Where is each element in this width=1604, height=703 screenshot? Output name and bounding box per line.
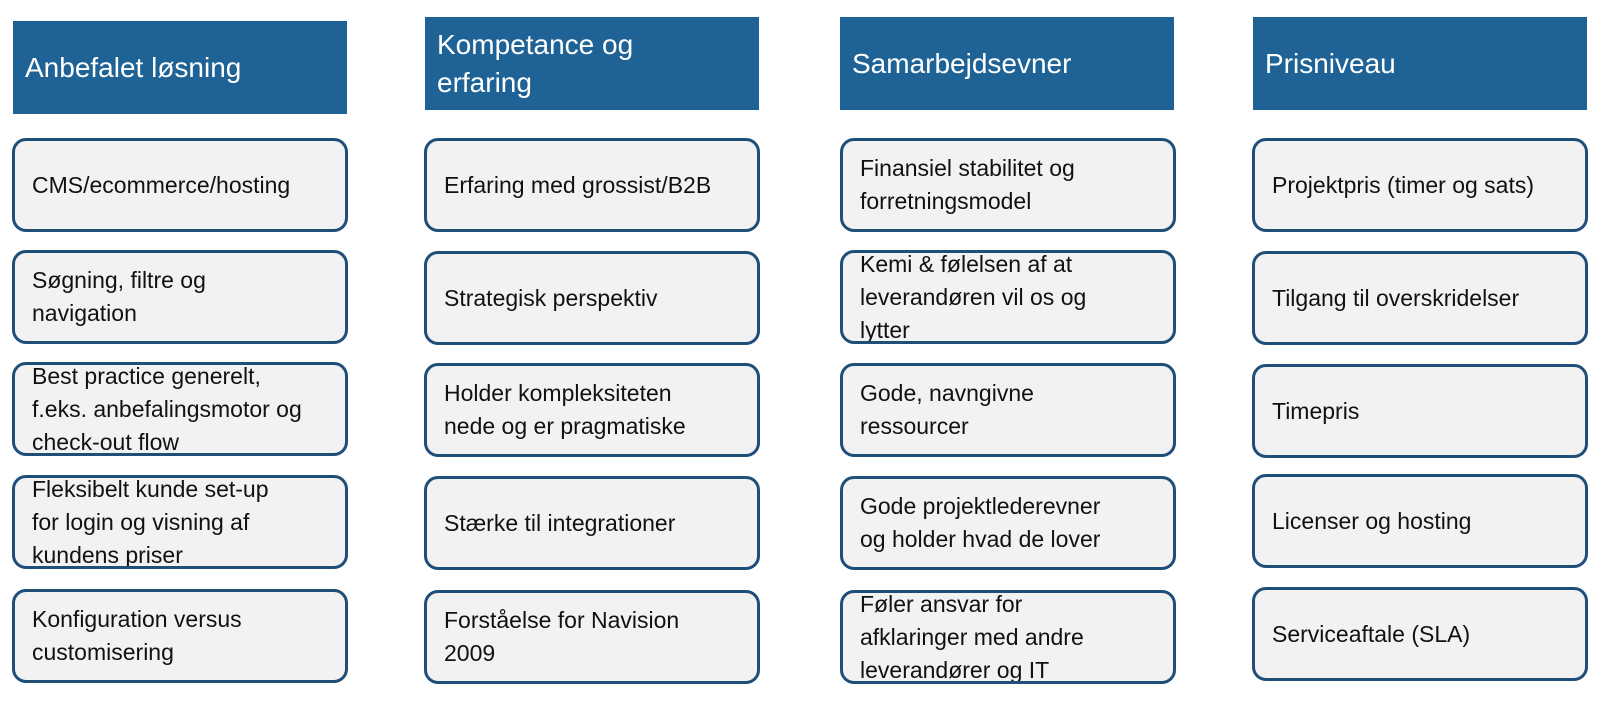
- criterion-label: Holder kompleksiteten nede og er pragmat…: [444, 380, 686, 439]
- column-header-anbefalet-losning: Anbefalet løsning: [13, 21, 347, 114]
- criterion-label: Timepris: [1272, 397, 1360, 424]
- column-header-label: Kompetance og erfaring: [437, 28, 634, 98]
- criterion-card: Serviceaftale (SLA): [1252, 587, 1588, 681]
- criterion-card: Finansiel stabilitet og forretningsmodel: [840, 138, 1176, 232]
- criterion-card: Tilgang til overskridelser: [1252, 251, 1588, 345]
- criterion-card: Erfaring med grossist/B2B: [424, 138, 760, 232]
- criterion-card: Gode, navngivne ressourcer: [840, 363, 1176, 457]
- criterion-card: Best practice generelt, f.eks. anbefalin…: [12, 362, 348, 456]
- criterion-card: CMS/ecommerce/hosting: [12, 138, 348, 232]
- criterion-card: Timepris: [1252, 364, 1588, 458]
- criterion-card: Fleksibelt kunde set-up for login og vis…: [12, 475, 348, 569]
- criterion-label: Erfaring med grossist/B2B: [444, 171, 712, 198]
- criterion-label: Finansiel stabilitet og forretningsmodel: [860, 155, 1075, 214]
- criterion-card: Strategisk perspektiv: [424, 251, 760, 345]
- criterion-label: Projektpris (timer og sats): [1272, 171, 1535, 198]
- criterion-label: Føler ansvar for afklaringer med andre l…: [860, 590, 1084, 683]
- criterion-label: Konfiguration versus customisering: [32, 606, 242, 665]
- criterion-card: Licenser og hosting: [1252, 474, 1588, 568]
- criterion-label: Strategisk perspektiv: [444, 284, 658, 311]
- criterion-label: Forståelse for Navision 2009: [444, 607, 680, 666]
- criterion-label: Gode projektlederevner og holder hvad de…: [860, 493, 1101, 552]
- criterion-card: Føler ansvar for afklaringer med andre l…: [840, 590, 1176, 684]
- criterion-card: Konfiguration versus customisering: [12, 589, 348, 683]
- criterion-card: Forståelse for Navision 2009: [424, 590, 760, 684]
- criterion-card: Gode projektlederevner og holder hvad de…: [840, 476, 1176, 570]
- criterion-label: Fleksibelt kunde set-up for login og vis…: [32, 475, 269, 568]
- criterion-label: Gode, navngivne ressourcer: [860, 380, 1034, 439]
- criterion-label: Tilgang til overskridelser: [1272, 284, 1520, 311]
- criterion-label: Best practice generelt, f.eks. anbefalin…: [32, 362, 302, 455]
- column-header-kompetance-og-erfaring: Kompetance og erfaring: [425, 17, 759, 110]
- criterion-card: Holder kompleksiteten nede og er pragmat…: [424, 363, 760, 457]
- column-header-prisniveau: Prisniveau: [1253, 17, 1587, 110]
- criterion-card: Søgning, filtre og navigation: [12, 250, 348, 344]
- criterion-label: Serviceaftale (SLA): [1272, 620, 1471, 647]
- criterion-label: Stærke til integrationer: [444, 509, 676, 536]
- column-header-label: Prisniveau: [1265, 47, 1396, 79]
- criterion-label: Søgning, filtre og navigation: [32, 267, 206, 326]
- column-header-label: Samarbejdsevner: [852, 47, 1072, 79]
- criterion-label: Licenser og hosting: [1272, 507, 1472, 534]
- criterion-label: CMS/ecommerce/hosting: [32, 171, 291, 198]
- criterion-card: Kemi & følelsen af at leverandøren vil o…: [840, 250, 1176, 344]
- column-header-label: Anbefalet løsning: [25, 51, 242, 83]
- criterion-label: Kemi & følelsen af at leverandøren vil o…: [860, 250, 1087, 343]
- column-header-samarbejdsevner: Samarbejdsevner: [840, 17, 1174, 110]
- criterion-card: Projektpris (timer og sats): [1252, 138, 1588, 232]
- criterion-card: Stærke til integrationer: [424, 476, 760, 570]
